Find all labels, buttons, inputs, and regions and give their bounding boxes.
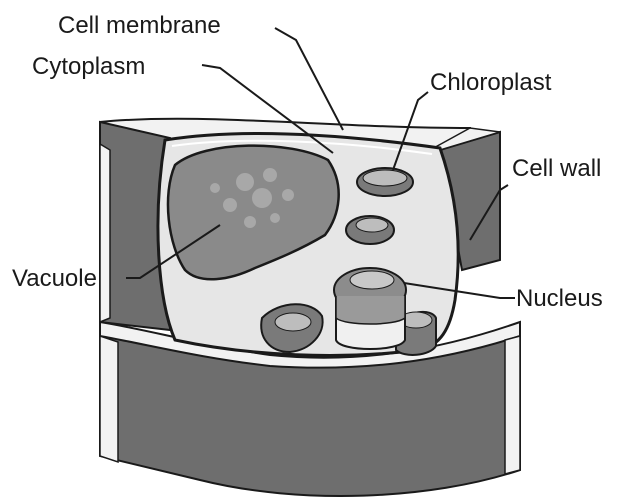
- chloroplast-1: [357, 168, 413, 196]
- label-cell-membrane: Cell membrane: [58, 12, 221, 39]
- chloroplast-2: [346, 216, 394, 244]
- leader-cell-membrane: [275, 28, 343, 130]
- nucleus-shape: [334, 268, 406, 349]
- label-cell-wall: Cell wall: [512, 155, 601, 182]
- label-cytoplasm: Cytoplasm: [32, 53, 145, 80]
- label-vacuole: Vacuole: [12, 265, 97, 292]
- label-nucleus: Nucleus: [516, 285, 603, 312]
- label-chloroplast: Chloroplast: [430, 69, 552, 96]
